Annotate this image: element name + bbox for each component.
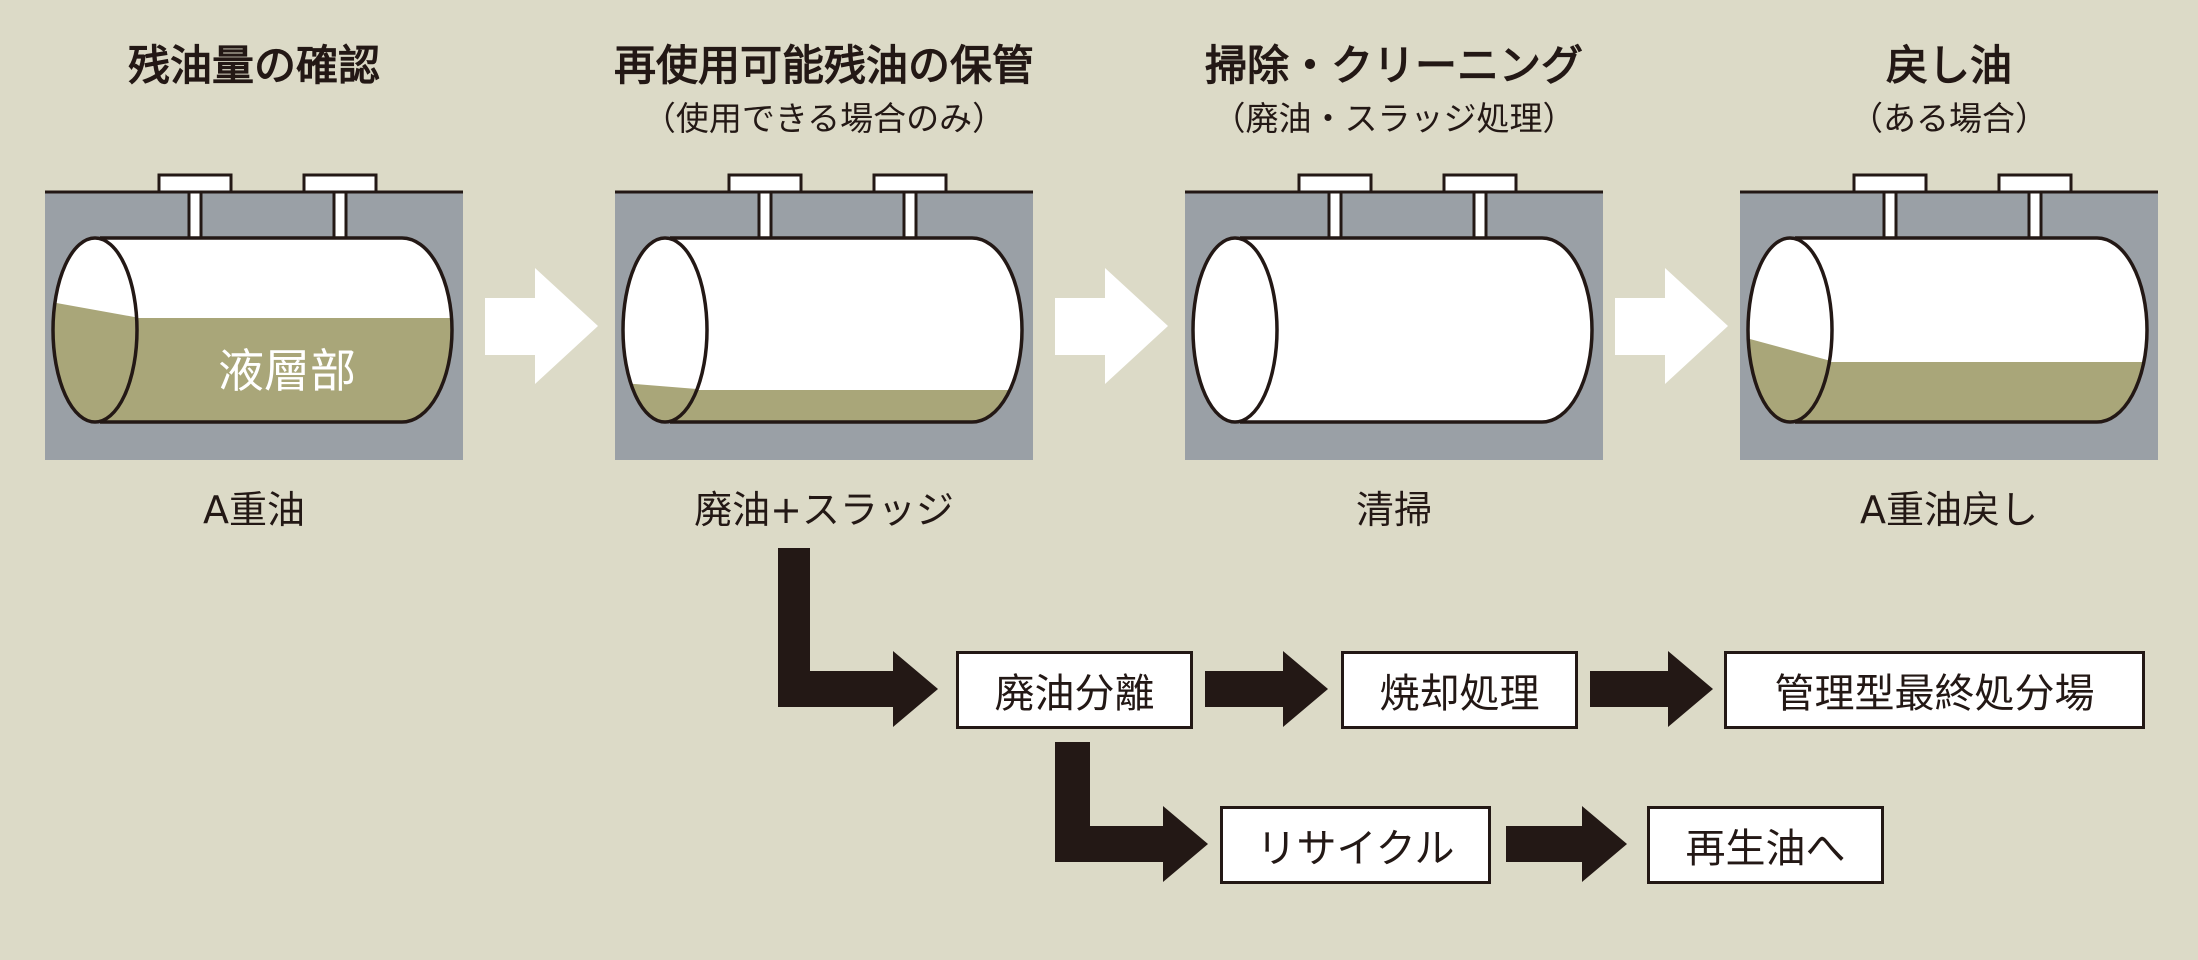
tank-label: A重油戻し xyxy=(1860,488,2038,532)
flow-arrow-to-separation xyxy=(778,548,938,727)
stage-arrow xyxy=(1615,268,1728,384)
tank-label: 廃油+スラッジ xyxy=(694,488,954,532)
tank-2 xyxy=(615,173,1033,460)
tank-label: 清掃 xyxy=(1355,488,1432,532)
stage-title: 戻し油 xyxy=(1885,41,2012,90)
flow-arrow-to-reclaimed-oil xyxy=(1506,806,1627,882)
liquid-layer-label: 液層部 xyxy=(218,344,356,398)
flow-arrow-to-incineration xyxy=(1205,651,1328,727)
tank-3 xyxy=(1185,173,1603,460)
stage-arrow xyxy=(1055,268,1168,384)
pipe-fitting xyxy=(1442,173,1518,242)
stage-arrow xyxy=(485,268,598,384)
stage-title: 残油量の確認 xyxy=(127,41,380,90)
pipe-fitting xyxy=(157,173,233,242)
flow-arrow-to-landfill xyxy=(1590,651,1713,727)
tank-body xyxy=(670,238,1022,422)
process-box-separation: 廃油分離 xyxy=(956,651,1193,729)
tank-outline xyxy=(100,236,454,424)
process-box-recycle: リサイクル xyxy=(1220,806,1491,884)
process-box-incineration: 焼却処理 xyxy=(1341,651,1578,729)
oil-layer xyxy=(100,318,452,422)
stage-title: 掃除・クリーニング xyxy=(1204,41,1583,90)
tank-end-cap-outline xyxy=(51,236,139,424)
tank-1 xyxy=(45,173,463,460)
oil-layer xyxy=(670,390,1022,422)
flow-arrow-to-recycle xyxy=(1055,742,1208,882)
tank-4 xyxy=(1740,173,2158,460)
tank-outline xyxy=(1240,236,1594,424)
stage-subtitle: （使用できる場合のみ） xyxy=(642,99,1006,138)
pipe-fitting xyxy=(1997,173,2073,242)
tank-end-cap-outline xyxy=(1746,236,1834,424)
tank-end-cap-outline xyxy=(621,236,709,424)
stage-title: 再使用可能残油の保管 xyxy=(613,41,1034,90)
tank-outline xyxy=(670,236,1024,424)
tank-end-cap-outline xyxy=(1191,236,1279,424)
pipe-fitting xyxy=(872,173,948,242)
oil-layer xyxy=(1795,362,2147,422)
pipe-fitting xyxy=(727,173,803,242)
tank-body xyxy=(1240,238,1592,422)
stage-subtitle: （廃油・スラッジ処理） xyxy=(1212,99,1576,138)
tank-end-cap xyxy=(623,238,707,422)
pipe-fitting xyxy=(1852,173,1928,242)
process-box-landfill: 管理型最終処分場 xyxy=(1724,651,2145,729)
process-box-reclaimed-oil: 再生油へ xyxy=(1647,806,1884,884)
tank-outline xyxy=(1795,236,2149,424)
stage-subtitle: （ある場合） xyxy=(1850,99,2048,138)
tank-label: A重油 xyxy=(203,488,305,532)
tank-end-cap xyxy=(1193,238,1277,422)
